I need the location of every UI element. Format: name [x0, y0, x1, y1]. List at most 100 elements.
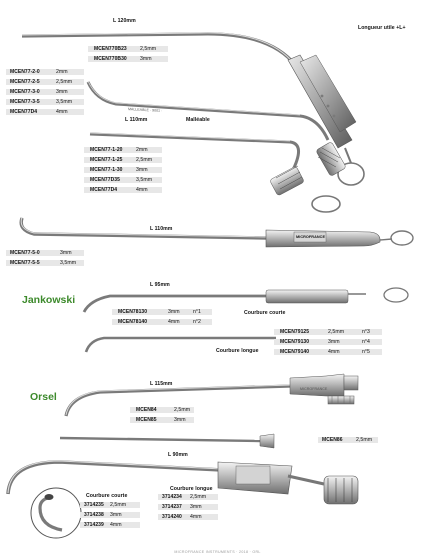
code-row [318, 437, 378, 443]
code-row [6, 89, 84, 95]
code-row [6, 99, 84, 105]
product-code: MCEN77-3-0 [10, 89, 40, 95]
product-code: MCEN84 [136, 407, 157, 413]
code-row [130, 417, 194, 423]
curve-number: n°2 [193, 319, 201, 325]
product-code: MCEN77D35 [90, 177, 120, 183]
code-row [112, 319, 212, 325]
product-code: MCEN770B30 [94, 56, 127, 62]
size: 3,5mm [136, 177, 153, 183]
length-label: L 90mm [168, 452, 188, 458]
length-label: L 95mm [150, 282, 170, 288]
size: 4mm [168, 319, 180, 325]
size: 4mm [56, 109, 68, 115]
code-row [84, 147, 162, 153]
product-code: 3714239 [84, 522, 104, 528]
product-code: MCEN77-2-5 [10, 79, 40, 85]
size: 2,5mm [140, 46, 157, 52]
curvature-long-label: Courbure longue [170, 486, 213, 492]
code-row [88, 56, 168, 62]
product-code: 3714234 [162, 494, 182, 500]
length-label: L 115mm [150, 381, 173, 387]
size: 3,5mm [60, 260, 77, 266]
code-row [6, 260, 84, 266]
suction-tube-3 [89, 132, 304, 196]
code-row [84, 167, 162, 173]
length-label: L 110mm [125, 117, 148, 123]
curvature-long-label: Courbure longue [216, 348, 259, 354]
size: 2,5mm [56, 79, 73, 85]
product-code: 3714237 [162, 504, 182, 510]
code-row [130, 407, 194, 413]
suction-tube-1 [21, 32, 365, 186]
size: 2,5mm [110, 502, 127, 508]
size: 3mm [110, 512, 122, 518]
product-code: MCEN77-2-0 [10, 69, 40, 75]
code-row [80, 512, 140, 518]
code-row [80, 522, 140, 528]
etched-brand: MICROFRANCE [296, 235, 326, 239]
size: 3mm [140, 56, 152, 62]
size: 3mm [168, 309, 180, 315]
product-code: MCEN79140 [280, 349, 310, 355]
size: 2mm [56, 69, 68, 75]
curve-number: n°1 [193, 309, 201, 315]
product-code: MCEN77-5-0 [10, 250, 40, 256]
code-row [6, 109, 84, 115]
size: 2,5mm [190, 494, 207, 500]
size: 2,5mm [136, 157, 153, 163]
product-code: MCEN770B23 [94, 46, 127, 52]
product-code: MCEN85 [136, 417, 157, 423]
size: 3mm [174, 417, 186, 423]
code-row [274, 349, 382, 355]
straight-tube [59, 433, 275, 449]
size: 2,5mm [356, 437, 373, 443]
size: 4mm [136, 187, 148, 193]
product-code: MCEN77-1-25 [90, 157, 123, 163]
code-row [84, 187, 162, 193]
product-code: MCEN79130 [280, 339, 310, 345]
code-row [6, 79, 84, 85]
code-row [158, 514, 218, 520]
size: 3,5mm [56, 99, 73, 105]
code-row [274, 329, 382, 335]
size: 4mm [328, 349, 340, 355]
product-code: MCEN86 [322, 437, 343, 443]
product-code: MCEN77-1-20 [90, 147, 123, 153]
size: 3mm [60, 250, 72, 256]
size: 2,5mm [174, 407, 191, 413]
product-code: MCEN78130 [118, 309, 148, 315]
malleable-label: Malléable [186, 117, 210, 123]
length-label: L 120mm [113, 18, 136, 24]
code-row [84, 157, 162, 163]
code-row [158, 494, 218, 500]
size: 3mm [328, 339, 340, 345]
curvature-short-label: Courbure courte [244, 310, 286, 316]
etched-marking: MICROFRANCE [300, 387, 328, 391]
product-code: MCEN77-3-5 [10, 99, 40, 105]
product-code: 3714235 [84, 502, 104, 508]
product-code: MCEN78140 [118, 319, 148, 325]
detail-inset [30, 487, 82, 539]
suction-tube-4 [19, 216, 414, 248]
curve-number: n°5 [362, 349, 370, 355]
size: 3mm [190, 504, 202, 510]
curvature-short-label: Courbure courte [86, 493, 128, 499]
size: 2,5mm [328, 329, 345, 335]
product-code: MCEN77-5-5 [10, 260, 40, 266]
product-code: MCEN77D4 [90, 187, 118, 193]
length-label: L 110mm [150, 226, 173, 232]
orsel-tube [64, 373, 359, 417]
size: 3mm [56, 89, 68, 95]
size: 3mm [136, 167, 148, 173]
suction-tube-2 [86, 80, 346, 213]
code-row [6, 69, 84, 75]
code-row [274, 339, 382, 345]
code-row [112, 309, 212, 315]
product-code: MCEN79125 [280, 329, 310, 335]
curve-number: n°3 [362, 329, 370, 335]
size: 4mm [190, 514, 202, 520]
product-code: 3714240 [162, 514, 182, 520]
